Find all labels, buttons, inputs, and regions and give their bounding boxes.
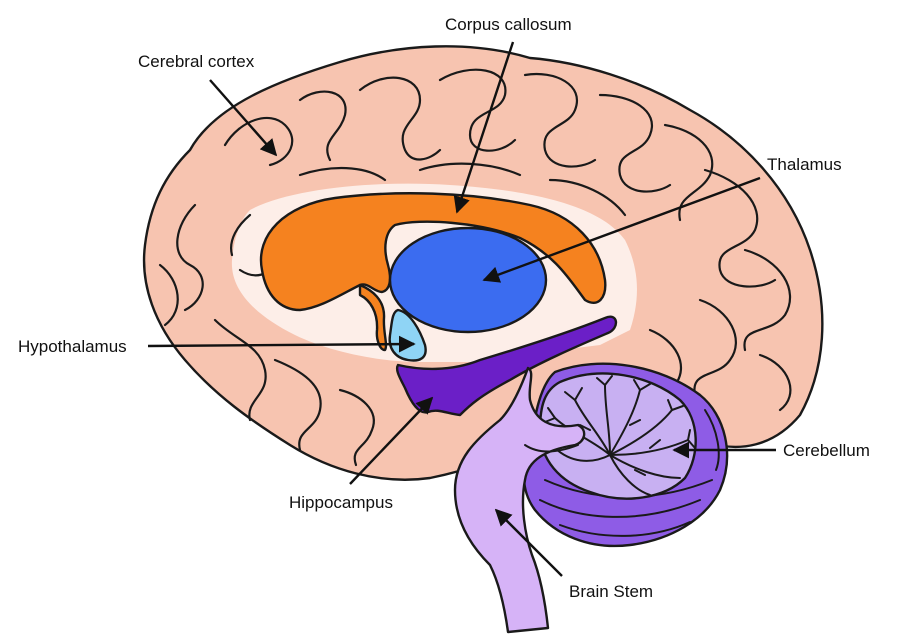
label-cerebellum: Cerebellum [783,441,870,460]
arrow-brain-stem [494,508,563,577]
label-cerebral-cortex: Cerebral cortex [138,52,255,71]
hypothalamus-shape [388,308,427,362]
label-brain-stem: Brain Stem [569,582,653,601]
label-corpus-callosum: Corpus callosum [445,15,572,34]
arrow-hippocampus [349,396,434,485]
label-hypothalamus: Hypothalamus [18,337,127,356]
hippocampus-shape [395,315,618,417]
arrow-cerebral-cortex [209,79,278,157]
cerebellum-group [522,362,729,548]
leader-arrows [147,41,776,577]
cortex-folds [158,68,792,467]
brain-stem-shape [453,366,586,634]
arrow-corpus-callosum [453,41,515,214]
fornix-shape [358,283,388,352]
label-thalamus: Thalamus [767,155,842,174]
labels: Cerebral cortex Corpus callosum Thalamus… [18,15,870,601]
thalamus-shape [388,226,548,334]
arrow-thalamus [482,176,761,283]
label-hippocampus: Hippocampus [289,493,393,512]
arrow-hypothalamus [147,335,416,353]
